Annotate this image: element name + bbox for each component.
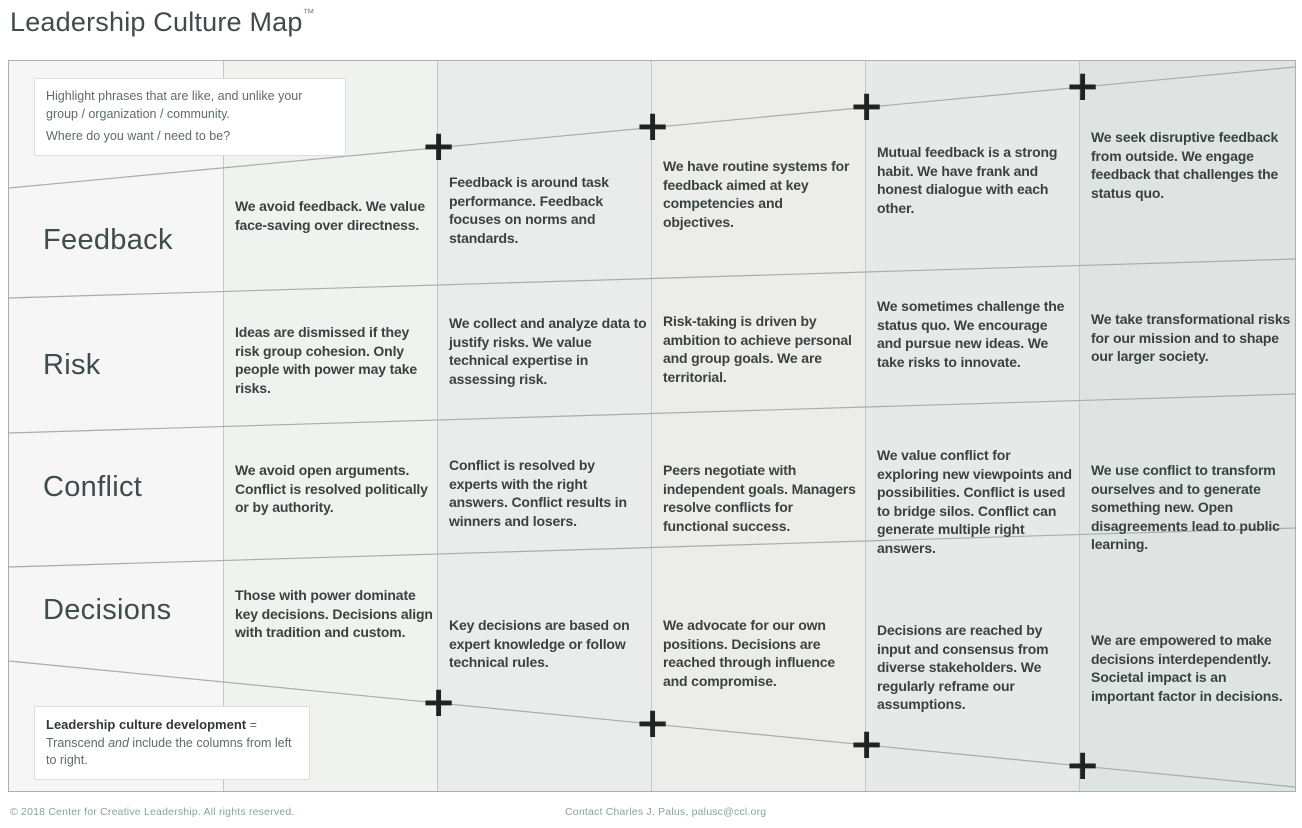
bottom-diagonal-line xyxy=(9,660,1295,788)
top-diagonal-line xyxy=(9,66,1295,189)
column-divider xyxy=(865,61,866,791)
column-band-4 xyxy=(865,61,1079,791)
column-band-3 xyxy=(651,61,865,791)
development-body-pre: Transcend xyxy=(46,735,109,750)
cell-risk-1: Ideas are dismissed if they risk group c… xyxy=(235,324,418,396)
footer-contact: Contact Charles J. Palus, palusc@ccl.org xyxy=(565,806,767,818)
plus-icon: + xyxy=(849,719,885,768)
cell-feedback-3: We have routine systems for feedback aim… xyxy=(663,158,850,230)
row-separator-feedback-risk xyxy=(9,258,1295,299)
cell-decisions-1: Those with power dominate key decisions.… xyxy=(235,587,433,641)
instructions-note: Highlight phrases that are like, and unl… xyxy=(34,78,346,156)
cell-risk-5: We take transformational risks for our m… xyxy=(1091,311,1291,365)
cell-feedback-2: Feedback is around task performance. Fee… xyxy=(449,174,609,246)
row-label-decisions: Decisions xyxy=(43,594,172,626)
column-divider xyxy=(437,61,438,791)
development-body-post: include the columns from left to right. xyxy=(46,735,292,768)
cell-conflict-3: Peers negotiate with independent goals. … xyxy=(663,462,856,534)
cell-feedback-4: Mutual feedback is a strong habit. We ha… xyxy=(877,144,1058,216)
cell-risk-2: We collect and analyze data to justify r… xyxy=(449,315,647,387)
development-heading: Leadership culture development xyxy=(46,717,247,732)
column-divider xyxy=(651,61,652,791)
development-equals: = xyxy=(246,718,257,732)
plus-icon: + xyxy=(635,101,671,150)
plus-icon: + xyxy=(635,698,671,747)
plus-icon: + xyxy=(1065,740,1101,789)
row-label-feedback: Feedback xyxy=(43,224,173,256)
page-title: Leadership Culture Map™ xyxy=(10,6,315,38)
cell-decisions-5: We are empowered to make decisions inter… xyxy=(1091,632,1283,704)
cell-conflict-2: Conflict is resolved by experts with the… xyxy=(449,457,627,529)
plus-icon: + xyxy=(421,677,457,726)
cell-conflict-1: We avoid open arguments. Conflict is res… xyxy=(235,462,428,516)
row-separator-conflict-decisions xyxy=(9,527,1295,568)
cell-conflict-5: We use conflict to transform ourselves a… xyxy=(1091,462,1280,553)
cell-decisions-2: Key decisions are based on expert knowle… xyxy=(449,617,630,671)
trademark-symbol: ™ xyxy=(302,6,315,20)
column-band-labels xyxy=(9,61,223,791)
cell-decisions-4: Decisions are reached by input and conse… xyxy=(877,622,1049,713)
wedge-lines xyxy=(9,66,1295,788)
footer-copyright: © 2018 Center for Creative Leadership. A… xyxy=(10,806,295,818)
development-note: Leadership culture development = Transce… xyxy=(34,706,310,780)
column-band-5 xyxy=(1079,61,1295,791)
cell-decisions-3: We advocate for our own positions. Decis… xyxy=(663,617,836,689)
page-title-text: Leadership Culture Map xyxy=(10,7,303,37)
cell-conflict-4: We value conflict for exploring new view… xyxy=(877,447,1072,557)
plus-icon: + xyxy=(849,81,885,130)
row-label-conflict: Conflict xyxy=(43,471,143,503)
development-body-italic: and xyxy=(108,735,129,750)
cell-feedback-1: We avoid feedback. We value face-saving … xyxy=(235,198,425,233)
column-band-2 xyxy=(437,61,651,791)
culture-map-grid: + + + + + + + + Feedback Risk Conflict D… xyxy=(8,60,1296,792)
plus-icon: + xyxy=(421,121,457,170)
row-separator-risk-conflict xyxy=(9,393,1295,434)
column-divider xyxy=(1079,61,1080,791)
plus-icon: + xyxy=(1065,61,1101,110)
instructions-line1: Highlight phrases that are like, and unl… xyxy=(46,89,303,121)
cell-risk-4: We sometimes challenge the status quo. W… xyxy=(877,298,1065,370)
instructions-line2: Where do you want / need to be? xyxy=(46,129,231,143)
cell-feedback-5: We seek disruptive feedback from outside… xyxy=(1091,129,1279,201)
cell-risk-3: Risk-taking is driven by ambition to ach… xyxy=(663,313,852,385)
row-label-risk: Risk xyxy=(43,349,101,381)
